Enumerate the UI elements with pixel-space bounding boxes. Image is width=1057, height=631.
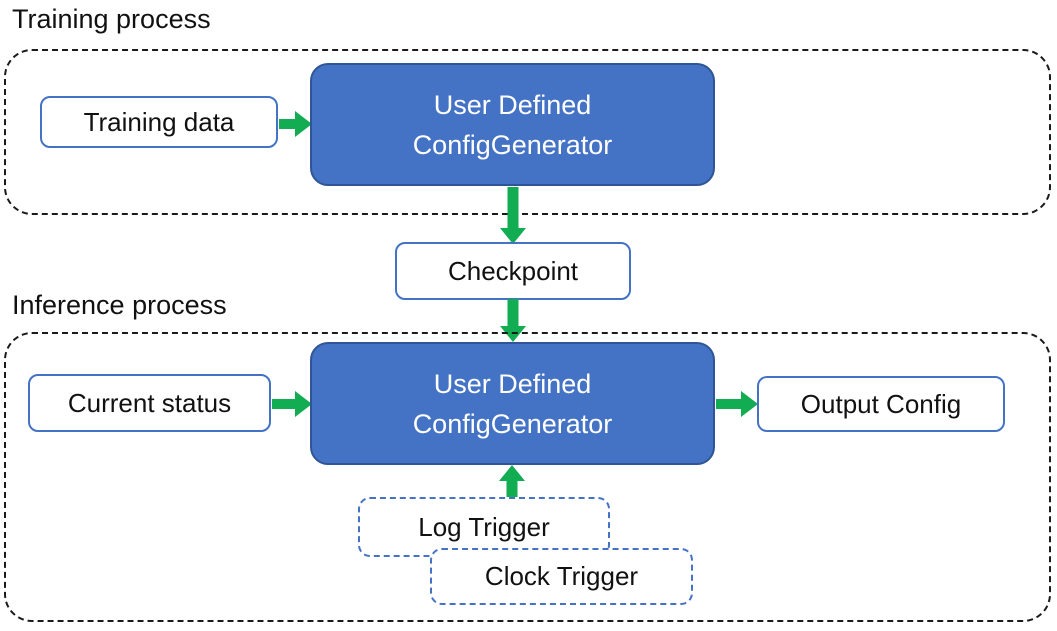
arrow-training-data-to-generator [279, 111, 312, 137]
inference-config-generator-box: User Defined ConfigGenerator [310, 342, 715, 465]
training-process-title: Training process [12, 4, 211, 34]
current-status-box: Current status [28, 374, 271, 432]
arrow-generator-to-output-config [716, 391, 758, 417]
training-data-box: Training data [40, 96, 278, 148]
arrow-triggers-to-generator [499, 465, 525, 498]
inference-process-title: Inference process [12, 290, 227, 320]
inference-config-generator-line1: User Defined [433, 368, 592, 399]
training-config-generator-line2: ConfigGenerator [412, 129, 613, 160]
arrow-generator-to-checkpoint [500, 187, 526, 244]
checkpoint-box: Checkpoint [395, 242, 631, 300]
arrow-checkpoint-to-generator [500, 299, 526, 342]
log-trigger-box: Log Trigger [358, 497, 610, 557]
training-config-generator-box: User Defined ConfigGenerator [310, 63, 715, 186]
inference-process-container [4, 332, 1051, 622]
output-config-box: Output Config [757, 376, 1005, 432]
inference-config-generator-line2: ConfigGenerator [412, 408, 613, 439]
arrow-current-status-to-generator [272, 391, 312, 417]
training-process-container [4, 49, 1051, 215]
training-config-generator-line1: User Defined [433, 89, 592, 120]
clock-trigger-box: Clock Trigger [430, 548, 693, 605]
